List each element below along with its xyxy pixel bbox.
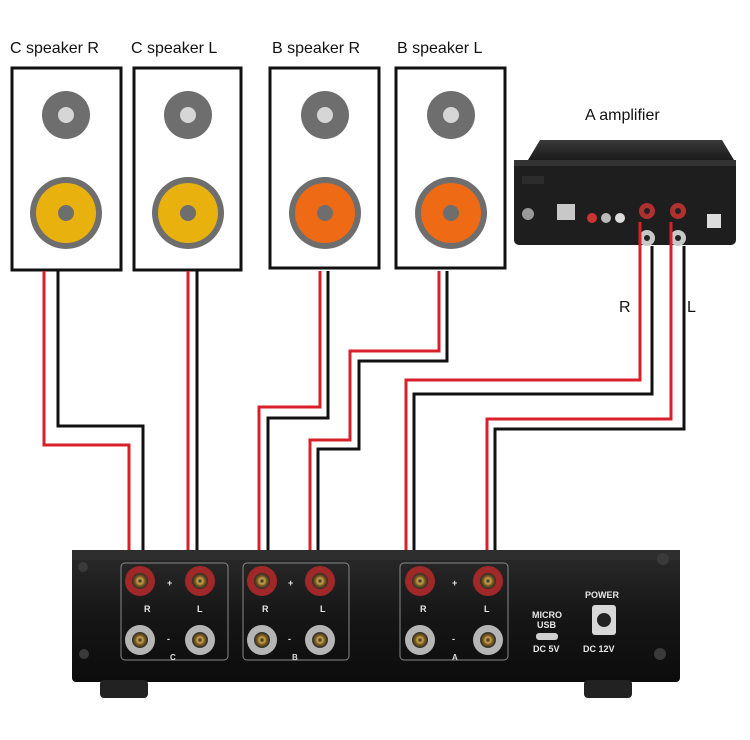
svg-text:+: + — [452, 578, 457, 588]
svg-text:B: B — [292, 653, 298, 662]
wire-b-l-minus — [316, 271, 449, 660]
wire-a-l-plus — [485, 222, 673, 568]
terminal-group-a: + - R L A — [399, 562, 509, 662]
usb-port-icon — [557, 204, 575, 220]
wire-c-r-plus — [42, 271, 131, 552]
power-jack: POWER DC 12V — [583, 590, 620, 654]
wire-a-l-minus — [493, 246, 686, 660]
micro-usb-port: MICRO USB DC 5V — [532, 610, 562, 654]
svg-text:-: - — [288, 634, 291, 644]
terminal-group-c: + - R L C — [120, 562, 229, 662]
speaker-b-right-label: B speaker R — [272, 40, 360, 57]
rca-input-icon — [587, 213, 597, 223]
speaker-c-right: C speaker R — [10, 40, 123, 272]
svg-text:-: - — [452, 634, 455, 644]
screw-icon — [78, 562, 88, 572]
usb-port-icon — [536, 633, 558, 640]
speaker-c-right-label: C speaker R — [10, 40, 99, 57]
speaker-b-left: B speaker L — [394, 40, 507, 270]
svg-text:+: + — [167, 578, 172, 588]
cable-label-r: R — [619, 299, 631, 316]
speaker-wires — [42, 222, 686, 660]
speaker-c-left: C speaker L — [131, 40, 243, 272]
wire-b-l-plus — [308, 271, 441, 568]
wire-b-r-plus — [257, 271, 322, 568]
speaker-b-left-label: B speaker L — [397, 40, 482, 57]
foot — [100, 680, 148, 698]
speaker-switch-box: + - R L C + - R L B + - R — [72, 550, 680, 698]
knob-icon — [522, 208, 534, 220]
wire-a-r-minus — [412, 246, 654, 660]
screw-icon — [657, 553, 669, 565]
svg-text:USB: USB — [537, 620, 557, 630]
svg-text:L: L — [484, 604, 490, 614]
svg-text:POWER: POWER — [585, 590, 620, 600]
svg-text:L: L — [197, 604, 203, 614]
wire-b-r-minus — [266, 271, 330, 660]
svg-text:A: A — [452, 653, 458, 662]
cable-label-l: L — [687, 299, 696, 316]
svg-text:-: - — [167, 634, 170, 644]
svg-text:DC 12V: DC 12V — [583, 644, 615, 654]
svg-text:L: L — [320, 604, 326, 614]
svg-text:R: R — [420, 604, 427, 614]
svg-text:R: R — [144, 604, 151, 614]
screw-icon — [79, 649, 89, 659]
svg-text:C: C — [170, 653, 176, 662]
terminal-group-b: + - R L B — [242, 562, 350, 662]
amplifier-label: A amplifier — [585, 107, 660, 124]
dc-jack-icon — [707, 214, 721, 228]
svg-text:R: R — [262, 604, 269, 614]
svg-text:+: + — [288, 578, 293, 588]
speaker-c-left-label: C speaker L — [131, 40, 217, 57]
screw-icon — [654, 648, 666, 660]
wire-c-r-minus — [56, 271, 145, 660]
speaker-b-right: B speaker R — [268, 40, 381, 270]
foot — [584, 680, 632, 698]
svg-text:DC 5V: DC 5V — [533, 644, 560, 654]
wire-a-r-plus — [404, 222, 642, 560]
svg-text:MICRO: MICRO — [532, 610, 562, 620]
amplifier-a: A amplifier — [514, 107, 736, 246]
